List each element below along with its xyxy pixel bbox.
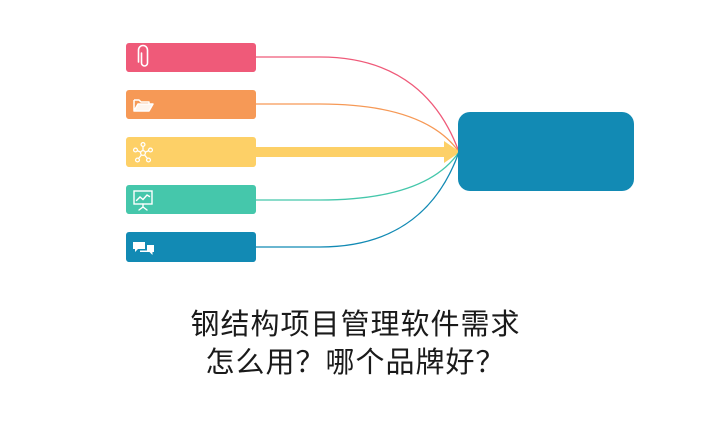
branch-box-4 [126,185,256,214]
central-topic-box [458,112,634,191]
connector-4 [256,151,460,201]
branch-box-5 [126,232,256,262]
paperclip-icon [137,44,149,67]
branch-item-2 [126,90,256,119]
branch-item-5 [126,232,256,262]
branch-item-1 [126,43,256,72]
branch-box-3 [126,137,256,167]
connector-1 [256,56,460,153]
caption-line-1: 钢结构项目管理软件需求 [190,307,521,341]
presentation-icon [133,190,153,211]
connector-5 [256,151,460,248]
branch-item-4 [126,185,256,214]
connector-2 [256,103,460,153]
branch-item-3 [126,137,256,167]
branch-box-1 [126,43,256,72]
connector-3-arrowhead [444,141,460,163]
network-icon [132,141,154,163]
caption-line-2: 怎么用？哪个品牌好？ [205,345,506,379]
branch-box-2 [126,90,256,119]
chat-bubbles-icon [133,242,154,255]
folder-icon [133,99,154,112]
